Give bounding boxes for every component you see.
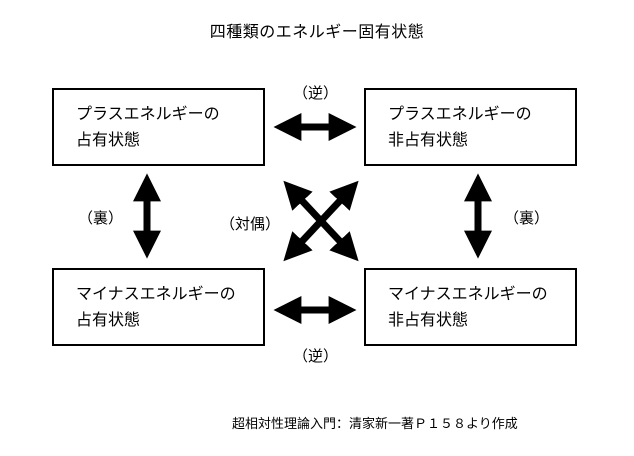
label-inverse-top: （逆） [293,84,339,102]
box-minus-unoccupied: マイナスエネルギーの 非占有状態 [364,268,577,346]
diagram-title: 四種類のエネルギー固有状態 [209,22,425,41]
box-line: マイナスエネルギーの [76,284,236,303]
arrow-diagonal-2 [283,180,359,262]
label-converse-right: （裏） [504,209,550,227]
source-credit: 超相対性理論入門：清家新一著Ｐ１５８より作成 [232,417,518,432]
box-line: マイナスエネルギーの [388,284,548,303]
box-plus-unoccupied: プラスエネルギーの 非占有状態 [364,88,577,166]
box-line: プラスエネルギーの [388,104,532,123]
box-line: 非占有状態 [388,130,469,149]
box-line: プラスエネルギーの [76,104,220,123]
box-line: 占有状態 [76,310,141,329]
box-plus-occupied: プラスエネルギーの 占有状態 [52,88,265,166]
label-inverse-bottom: （逆） [293,347,339,365]
label-converse-left: （裏） [78,209,124,227]
label-contrapositive: （対偶） [220,215,281,233]
box-line: 占有状態 [76,130,141,149]
box-minus-occupied: マイナスエネルギーの 占有状態 [52,268,265,346]
box-line: 非占有状態 [388,310,469,329]
